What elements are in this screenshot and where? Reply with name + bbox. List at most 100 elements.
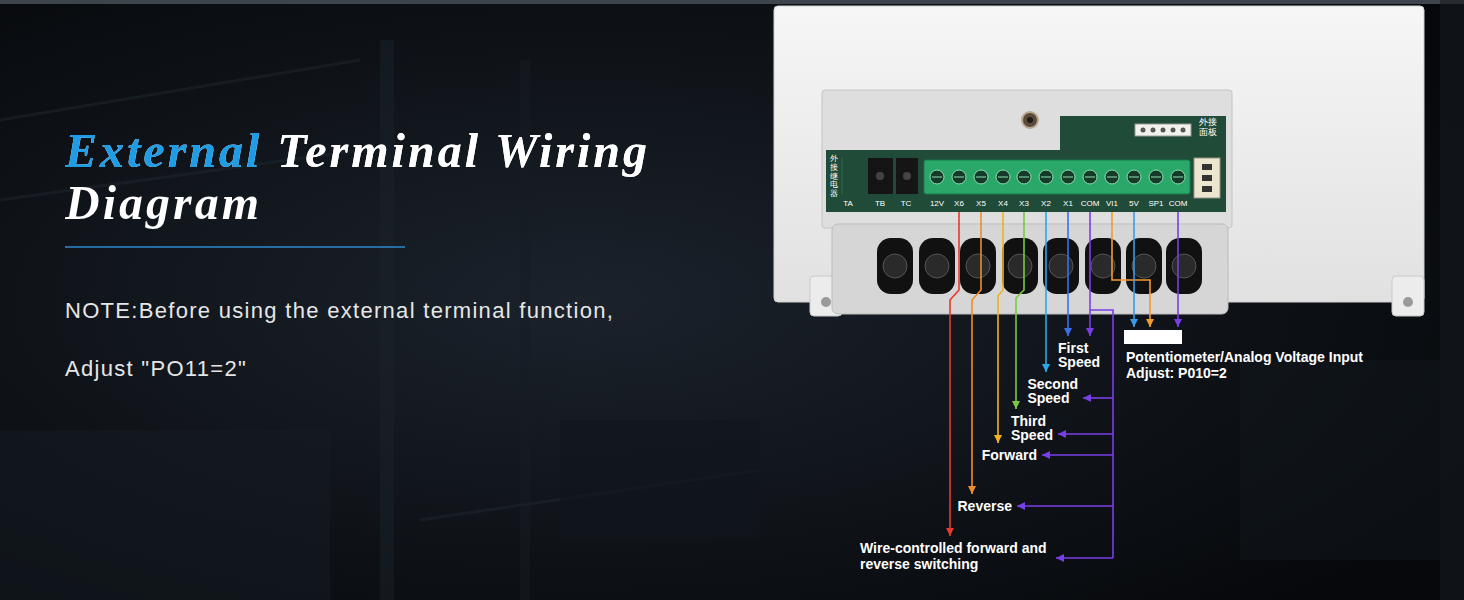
terminal-screw xyxy=(1171,170,1185,184)
terminal-screw xyxy=(1061,170,1075,184)
title-underline xyxy=(65,246,405,248)
pcb-marking: 外接面板 xyxy=(1199,118,1219,138)
cable-gland xyxy=(1049,254,1073,278)
circuit-board xyxy=(1181,128,1186,133)
cable-gland xyxy=(1043,238,1079,294)
terminal-label: TB xyxy=(860,199,900,209)
terminal-label: COM xyxy=(1070,199,1110,209)
inverter-housing xyxy=(774,6,1424,316)
wire xyxy=(1045,212,1047,372)
potentiometer-symbol xyxy=(1124,330,1182,344)
terminal-screw xyxy=(1083,170,1097,184)
inverter-housing xyxy=(1403,297,1413,307)
terminal-label: X5 xyxy=(961,199,1001,209)
cable-gland xyxy=(925,254,949,278)
inverter-housing xyxy=(822,90,1232,228)
wire xyxy=(998,212,1003,443)
terminal-label: VI1 xyxy=(1092,199,1132,209)
inverter-housing xyxy=(1022,112,1038,128)
cable-gland xyxy=(877,238,913,294)
wire xyxy=(1058,433,1113,435)
circuit-board xyxy=(1202,164,1212,170)
circuit-board xyxy=(1060,116,1226,152)
terminal-screw xyxy=(1017,170,1031,184)
terminal-screw xyxy=(1039,170,1053,184)
cable-gland xyxy=(1172,254,1196,278)
terminal-block xyxy=(924,160,1190,194)
circuit-board xyxy=(1171,128,1176,133)
cable-gland xyxy=(1008,254,1032,278)
note-text: Adjust "PO11=2" xyxy=(65,356,247,382)
cable-gland xyxy=(919,238,955,294)
background xyxy=(0,0,1464,4)
terminal-screw xyxy=(1171,170,1185,184)
wire xyxy=(1177,212,1179,327)
terminal-screw xyxy=(1149,170,1163,184)
terminal-screw xyxy=(1017,170,1031,184)
cable-gland xyxy=(966,254,990,278)
wiring xyxy=(950,212,1178,558)
wire xyxy=(1089,212,1091,336)
wire xyxy=(1083,397,1113,399)
cable-gland-panel xyxy=(832,224,1228,314)
background xyxy=(1440,0,1464,600)
circuit-board xyxy=(826,116,1226,212)
cable-gland xyxy=(960,238,996,294)
wire xyxy=(972,212,981,494)
terminal-screw xyxy=(1107,177,1117,178)
terminal-screw xyxy=(930,170,944,184)
relay-terminal xyxy=(903,172,911,180)
terminal-screw xyxy=(998,177,1008,178)
wire-label: Wire-controlled forward and reverse swit… xyxy=(860,540,1050,572)
terminal-screw xyxy=(932,177,942,178)
terminal-screw xyxy=(952,170,966,184)
page-title: External Terminal Wiring Diagram xyxy=(65,125,755,229)
terminal-label: 12V xyxy=(917,199,957,209)
terminal-screw xyxy=(974,170,988,184)
terminal-label: X6 xyxy=(939,199,979,209)
terminal-screw xyxy=(930,170,944,184)
inverter-housing xyxy=(1027,117,1033,123)
terminal-label: X2 xyxy=(1026,199,1066,209)
wire-label: Second Speed xyxy=(1027,377,1078,405)
cable-gland-panel xyxy=(832,224,1228,314)
terminal-screw xyxy=(952,170,966,184)
cable-gland xyxy=(1043,238,1079,294)
wire xyxy=(1017,505,1113,507)
terminal-screw xyxy=(1127,170,1141,184)
terminal-screw xyxy=(1127,170,1141,184)
terminal-screw xyxy=(1061,170,1075,184)
title-underline xyxy=(65,247,405,248)
terminal-screw xyxy=(996,170,1010,184)
background xyxy=(560,420,760,540)
terminal-label: COM xyxy=(1158,199,1198,209)
relay-terminal xyxy=(842,158,918,194)
circuit-board xyxy=(1151,128,1156,133)
circuit-board xyxy=(1202,175,1212,181)
relay-terminal xyxy=(876,172,884,180)
note-text: NOTE:Before using the external terminal … xyxy=(65,298,614,324)
cable-gland xyxy=(1002,238,1038,294)
circuit-board xyxy=(826,150,1226,212)
wire-label: Forward xyxy=(982,448,1037,462)
terminal-block xyxy=(924,160,1190,194)
circuit-board xyxy=(1135,124,1191,136)
cable-gland xyxy=(1166,238,1202,294)
terminal-screw xyxy=(1129,177,1139,178)
relay-terminal xyxy=(868,158,893,194)
wire xyxy=(950,212,959,536)
circuit-board xyxy=(1194,158,1220,198)
cable-gland xyxy=(1132,254,1156,278)
terminal-screw xyxy=(954,177,964,178)
circuit-board xyxy=(1202,186,1212,192)
wire xyxy=(1112,212,1150,327)
cable-gland xyxy=(960,238,996,294)
wire-label: Reverse xyxy=(958,499,1013,513)
background xyxy=(0,430,330,600)
terminal-screw xyxy=(1083,170,1097,184)
terminal-screw xyxy=(976,177,986,178)
terminal-screw xyxy=(1063,177,1073,178)
